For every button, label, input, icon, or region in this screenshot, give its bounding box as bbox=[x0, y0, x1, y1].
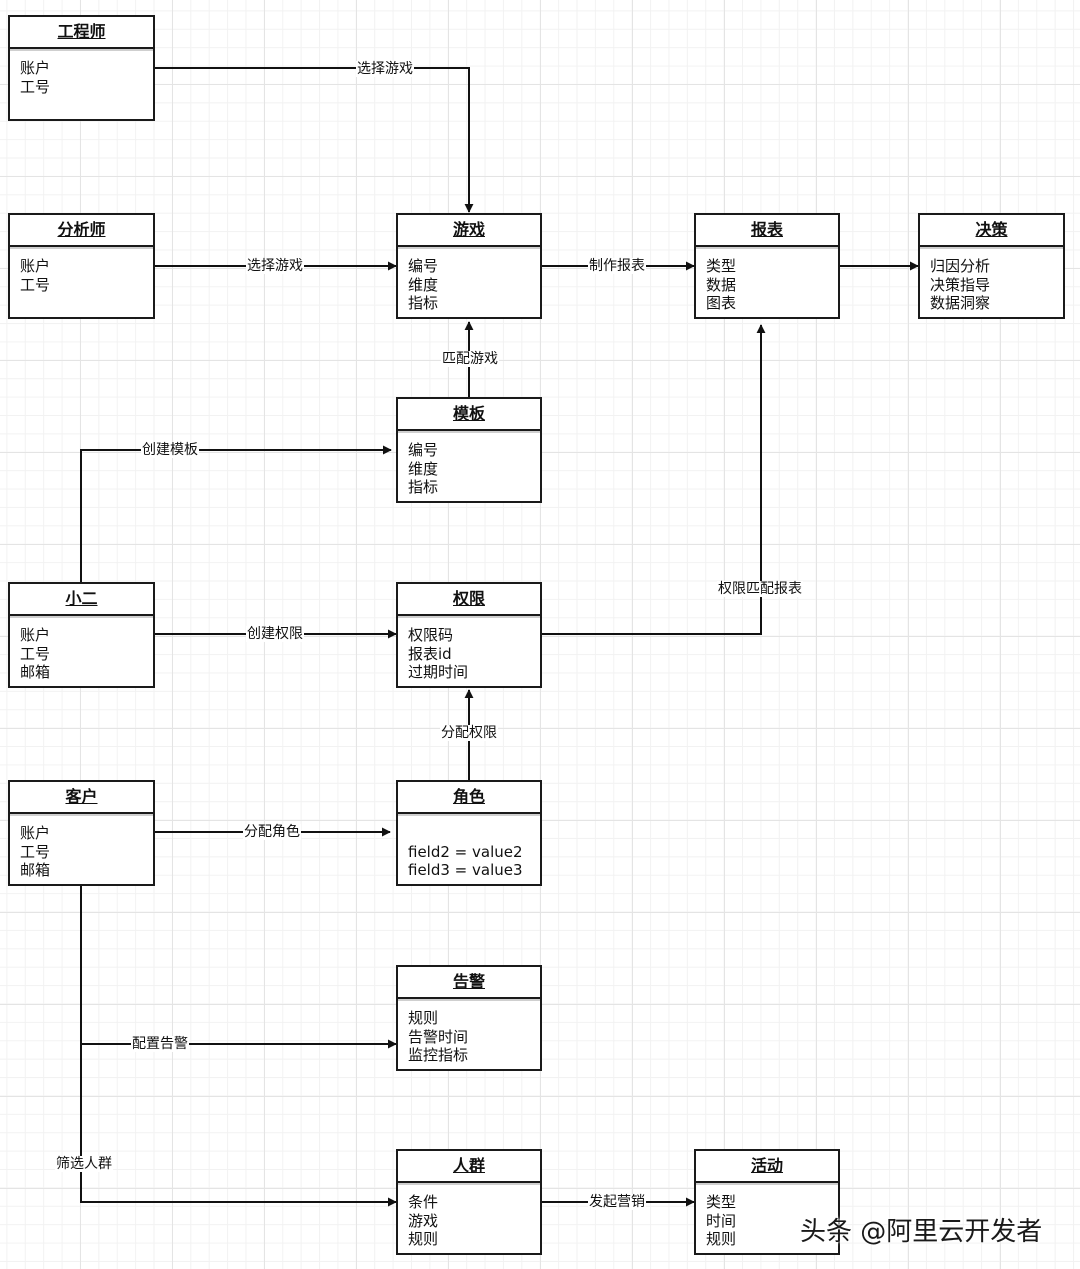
entity-field: 类型 bbox=[706, 1193, 737, 1211]
entity-title: 活动 bbox=[696, 1151, 838, 1183]
entity-fields: 类型 时间 规则 bbox=[696, 1183, 838, 1249]
entity-field: 规则 bbox=[706, 1230, 737, 1248]
entity-decision[interactable]: 决策 归因分析 决策指导 数据洞察 bbox=[918, 213, 1065, 319]
entity-fields: field2 = value2 field3 = value3 bbox=[398, 814, 540, 880]
entity-fields: 账户 工号 bbox=[10, 247, 153, 294]
entity-field: 工号 bbox=[20, 842, 51, 861]
entity-title: 报表 bbox=[696, 215, 838, 247]
edge-label-analyst-game: 选择游戏 bbox=[246, 258, 304, 274]
entity-game[interactable]: 游戏 编号 维度 指标 bbox=[396, 213, 542, 319]
entity-field: 工号 bbox=[20, 275, 51, 294]
entity-field: 维度 bbox=[408, 459, 439, 478]
entity-template[interactable]: 模板 编号 维度 指标 bbox=[396, 397, 542, 503]
entity-field: 工号 bbox=[20, 77, 51, 96]
entity-field: 规则 bbox=[408, 1230, 439, 1248]
entity-alert[interactable]: 告警 规则 告警时间 监控指标 bbox=[396, 965, 542, 1071]
entity-title: 小二 bbox=[10, 584, 153, 616]
entity-field: 数据 bbox=[706, 275, 737, 294]
entity-fields: 账户 工号 邮箱 bbox=[10, 814, 153, 880]
entity-xiaoer[interactable]: 小二 账户 工号 邮箱 bbox=[8, 582, 155, 688]
entity-fields: 条件 游戏 规则 bbox=[398, 1183, 540, 1249]
entity-field: field2 = value2 bbox=[408, 842, 523, 861]
entity-title: 游戏 bbox=[398, 215, 540, 247]
entity-fields: 编号 维度 指标 bbox=[398, 247, 540, 313]
entity-field: 账户 bbox=[20, 257, 51, 275]
connector-engineer-game bbox=[155, 67, 474, 213]
entity-crowd[interactable]: 人群 条件 游戏 规则 bbox=[396, 1149, 542, 1255]
entity-field: 权限码 bbox=[408, 626, 454, 644]
entity-fields: 归因分析 决策指导 数据洞察 bbox=[920, 247, 1063, 313]
entity-field: 决策指导 bbox=[930, 275, 991, 294]
edge-label-xiaoer-permission: 创建权限 bbox=[246, 626, 304, 642]
connector-permission-report bbox=[542, 324, 766, 635]
entity-field: 编号 bbox=[408, 257, 439, 275]
edge-label-customer-crowd: 筛选人群 bbox=[55, 1156, 113, 1172]
entity-field: 账户 bbox=[20, 824, 51, 842]
connector-xiaoer-template bbox=[80, 445, 392, 582]
entity-field: 维度 bbox=[408, 275, 439, 294]
entity-title: 客户 bbox=[10, 782, 153, 814]
connector-customer-alert bbox=[80, 886, 397, 1049]
entity-fields: 编号 维度 指标 bbox=[398, 431, 540, 497]
entity-campaign[interactable]: 活动 类型 时间 规则 bbox=[694, 1149, 840, 1255]
entity-field: 工号 bbox=[20, 644, 51, 663]
entity-field: 过期时间 bbox=[408, 663, 469, 681]
entity-field: 邮箱 bbox=[20, 663, 51, 681]
entity-fields: 账户 工号 邮箱 bbox=[10, 616, 153, 682]
entity-title: 分析师 bbox=[10, 215, 153, 247]
entity-field bbox=[408, 824, 530, 843]
entity-field: 报表id bbox=[408, 644, 452, 663]
entity-field: 告警时间 bbox=[408, 1027, 469, 1046]
entity-fields: 类型 数据 图表 bbox=[696, 247, 838, 313]
edge-label-customer-role: 分配角色 bbox=[243, 824, 301, 840]
edge-label-template-game: 匹配游戏 bbox=[441, 351, 499, 367]
entity-field: 编号 bbox=[408, 441, 439, 459]
edge-label-xiaoer-template: 创建模板 bbox=[141, 442, 199, 458]
entity-title: 告警 bbox=[398, 967, 540, 999]
connector-customer-crowd bbox=[80, 1044, 397, 1207]
entity-field: 归因分析 bbox=[930, 257, 991, 275]
edge-label-engineer-game: 选择游戏 bbox=[356, 61, 414, 77]
entity-field: 规则 bbox=[408, 1009, 439, 1027]
entity-field: 监控指标 bbox=[408, 1046, 469, 1064]
entity-field: 游戏 bbox=[408, 1211, 439, 1230]
entity-title: 工程师 bbox=[10, 17, 153, 49]
entity-field: 指标 bbox=[408, 478, 439, 496]
entity-field: 账户 bbox=[20, 59, 51, 77]
entity-title: 决策 bbox=[920, 215, 1063, 247]
entity-field: 类型 bbox=[706, 257, 737, 275]
edge-label-crowd-campaign: 发起营销 bbox=[588, 1194, 646, 1210]
entity-field: 邮箱 bbox=[20, 861, 51, 879]
entity-analyst[interactable]: 分析师 账户 工号 bbox=[8, 213, 155, 319]
edge-label-game-report: 制作报表 bbox=[588, 258, 646, 274]
entity-title: 角色 bbox=[398, 782, 540, 814]
entity-engineer[interactable]: 工程师 账户 工号 bbox=[8, 15, 155, 121]
entity-fields: 账户 工号 bbox=[10, 49, 153, 96]
entity-fields: 规则 告警时间 监控指标 bbox=[398, 999, 540, 1065]
entity-field: field3 = value3 bbox=[408, 861, 523, 879]
entity-title: 人群 bbox=[398, 1151, 540, 1183]
edge-label-permission-report: 权限匹配报表 bbox=[717, 581, 803, 597]
entity-title: 权限 bbox=[398, 584, 540, 616]
entity-title: 模板 bbox=[398, 399, 540, 431]
entity-role[interactable]: 角色 field2 = value2 field3 = value3 bbox=[396, 780, 542, 886]
watermark: 头条 @阿里云开发者 bbox=[800, 1217, 1043, 1247]
entity-field: 数据洞察 bbox=[930, 294, 991, 312]
entity-field: 账户 bbox=[20, 626, 51, 644]
entity-field: 条件 bbox=[408, 1193, 439, 1211]
entity-fields: 权限码 报表id 过期时间 bbox=[398, 616, 540, 682]
edge-label-role-permission: 分配权限 bbox=[440, 725, 498, 741]
entity-field: 图表 bbox=[706, 294, 737, 312]
entity-field: 时间 bbox=[706, 1211, 737, 1230]
entity-report[interactable]: 报表 类型 数据 图表 bbox=[694, 213, 840, 319]
edge-label-customer-alert: 配置告警 bbox=[131, 1036, 189, 1052]
entity-customer[interactable]: 客户 账户 工号 邮箱 bbox=[8, 780, 155, 886]
entity-field: 指标 bbox=[408, 294, 439, 312]
entity-permission[interactable]: 权限 权限码 报表id 过期时间 bbox=[396, 582, 542, 688]
